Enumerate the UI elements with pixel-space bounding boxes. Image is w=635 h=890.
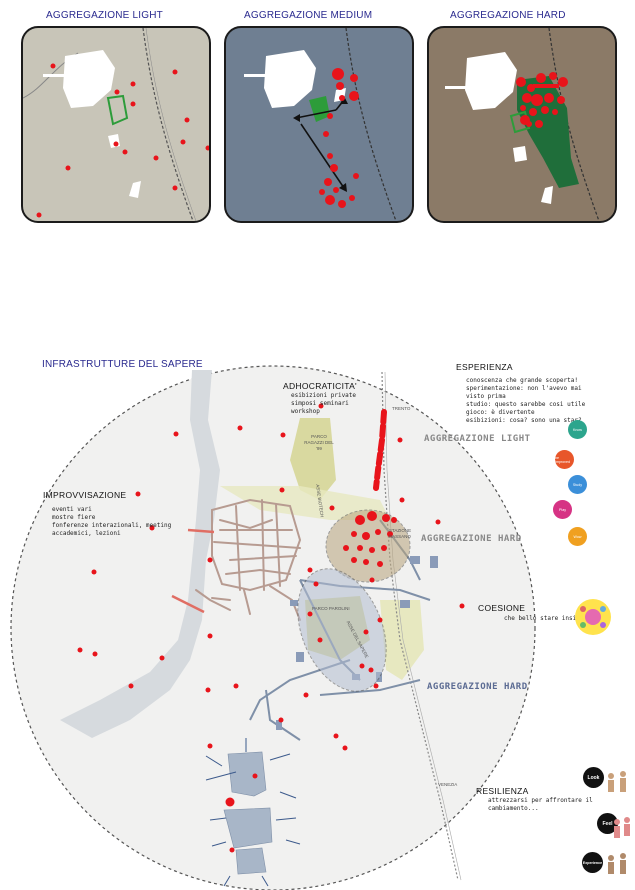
- panel-aggregazione-hard: [427, 26, 617, 223]
- speech-feel-label: Feel: [602, 820, 613, 827]
- resilienza-text: attrezzarsi per affrontare il cambiament…: [488, 797, 593, 812]
- speech-look-icon: Look: [583, 767, 604, 788]
- bubble-improved-icon: be Improved: [555, 450, 574, 469]
- label-aggregazione-hard-1: AGGREGAZIONE HARD: [421, 534, 522, 544]
- label-parco-parolini: PARCO PAROLINI: [312, 606, 350, 611]
- label-aggregazione-hard-2: AGGREGAZIONE HARD: [427, 682, 528, 692]
- bubble-know-icon: Know: [568, 420, 587, 439]
- improvvisazione-text: eventi vari mostre fiere fonferenze inte…: [52, 506, 172, 537]
- bubble-study-label: Study: [572, 482, 583, 487]
- bubble-play-label: Play: [559, 507, 566, 512]
- label-trento: TRENTO: [392, 406, 411, 411]
- esperienza-text: conoscenza che grande scoperta! sperimen…: [466, 377, 586, 424]
- panel-title-light: AGGREGAZIONE LIGHT: [46, 10, 163, 21]
- adhocraticita-text: esibizioni private simposi seminari work…: [291, 392, 357, 415]
- coesione-text: che bello stare insieme: [504, 615, 588, 622]
- resilienza-heading: RESILIENZA: [476, 786, 529, 796]
- bubble-know-label: Know: [573, 427, 582, 432]
- speech-feel-icon: Feel: [597, 813, 618, 834]
- cohesion-group-icon: [575, 599, 611, 635]
- improvvisazione-heading: IMPROVVISAZIONE: [43, 490, 127, 500]
- label-venezia: VENEZIA: [438, 782, 458, 787]
- label-stazione: STAZIONE BASSANO: [388, 528, 412, 539]
- map-title: INFRASTRUTTURE DEL SAPERE: [42, 359, 203, 370]
- speech-look-label: Look: [587, 774, 600, 781]
- main-map: [10, 365, 536, 890]
- panel-title-medium: AGGREGAZIONE MEDIUM: [244, 10, 373, 21]
- panel-aggregazione-medium: [224, 26, 414, 223]
- bubble-play-icon: Play: [553, 500, 572, 519]
- label-parco-ragazzi: PARCO RAGAZZI DEL '99: [304, 434, 334, 451]
- bubble-wow-label: Wow: [573, 534, 582, 539]
- speech-experience-label: Experience: [582, 860, 603, 865]
- panel-aggregazione-light: [21, 26, 211, 223]
- label-aggregazione-light: AGGREGAZIONE LIGHT: [424, 434, 531, 444]
- panel-title-hard: AGGREGAZIONE HARD: [450, 10, 566, 21]
- people-figures-icon: [608, 771, 630, 874]
- bubble-study-icon: Study: [568, 475, 587, 494]
- esperienza-heading: ESPERIENZA: [456, 362, 513, 372]
- bubble-improved-label: be Improved: [555, 455, 570, 464]
- adhocraticita-heading: ADHOCRATICITA': [283, 381, 357, 391]
- bubble-wow-icon: Wow: [568, 527, 587, 546]
- speech-experience-icon: Experience: [582, 852, 603, 873]
- coesione-heading: COESIONE: [478, 603, 526, 613]
